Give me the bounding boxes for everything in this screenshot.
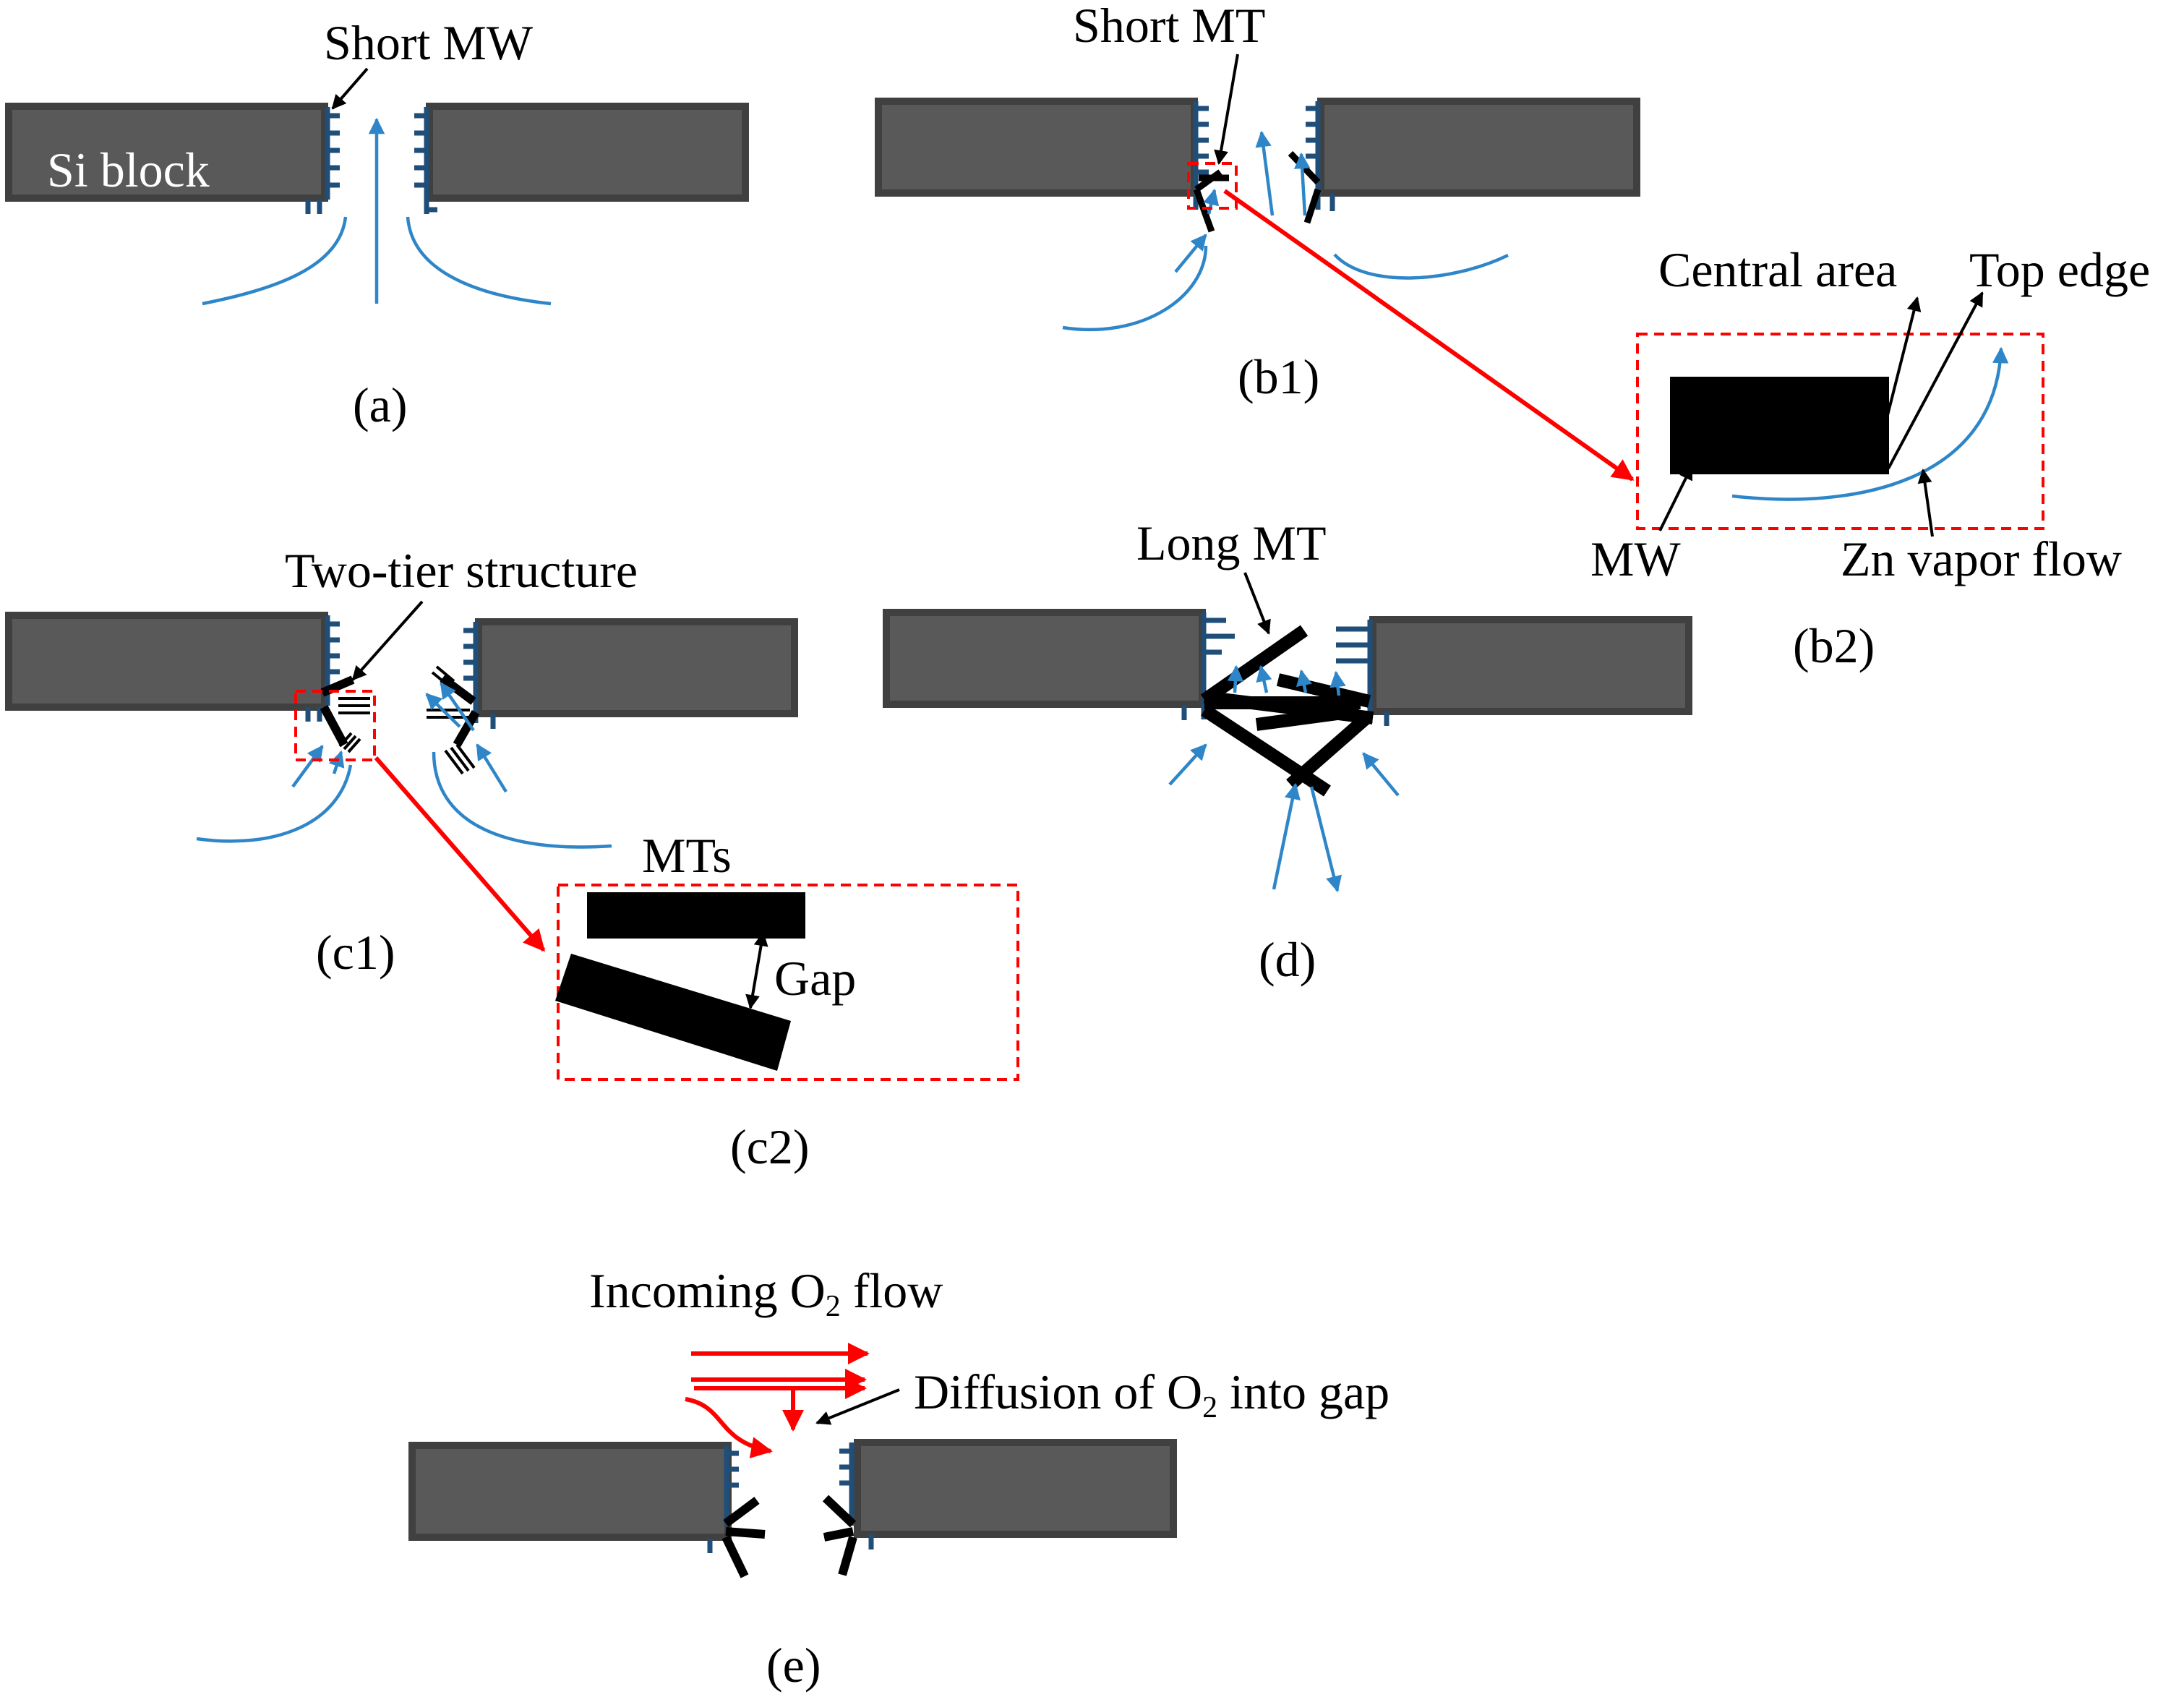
- zoom-box-c2: [557, 884, 1019, 1081]
- panel-b2-label: (b2): [1793, 618, 1875, 673]
- mw-label: MW: [1590, 531, 1681, 586]
- panel-b1: Short MT (b1): [875, 0, 1640, 482]
- diffusion-subscript: 2: [1202, 1391, 1217, 1424]
- panel-c1-label: (c1): [316, 925, 395, 980]
- vapor-flow-a: [202, 117, 552, 306]
- two-tier-mt-left: [320, 675, 370, 753]
- short-mt-label: Short MT: [1073, 0, 1265, 53]
- central-area-pointer: [1885, 296, 1922, 419]
- long-mt-cluster: [1200, 625, 1374, 797]
- si-block-right: [426, 103, 749, 202]
- long-mt-label: Long MT: [1136, 516, 1327, 570]
- zoom-box-b1: [1187, 162, 1238, 210]
- si-block-left: [408, 1442, 732, 1541]
- zn-vapor-flow-arrow: [1731, 346, 2009, 501]
- incoming-o2-suffix: flow: [841, 1263, 943, 1318]
- zn-vapor-flow-label: Zn vapor flow: [1841, 531, 2122, 586]
- gap-label: Gap: [774, 951, 856, 1006]
- zn-vapor-flow-pointer: [1917, 469, 1934, 537]
- short-mw-pointer: [331, 67, 369, 110]
- gap-marker: [745, 931, 768, 1009]
- mt-top: [587, 892, 805, 939]
- vapor-flow-c1: [196, 682, 612, 849]
- top-edge-label: Top edge: [1969, 242, 2150, 297]
- panel-b2: Central area Top edge MW Zn vapor flow (…: [1590, 242, 2150, 673]
- panel-e: Incoming O2 flow Diffusion of O2 into ga…: [408, 1263, 1389, 1693]
- panel-b1-label: (b1): [1238, 349, 1319, 404]
- si-block-left: [5, 612, 328, 711]
- si-block-right: [1317, 98, 1640, 197]
- incoming-o2-flow-label: Incoming O2 flow: [589, 1263, 943, 1323]
- short-mw-right: [839, 1442, 874, 1549]
- short-mt-pointer: [1214, 54, 1239, 165]
- two-tier-structure-pointer: [351, 600, 424, 681]
- short-mw-right: [1336, 620, 1389, 726]
- panel-c2-label: (c2): [730, 1119, 809, 1174]
- mw-block: [1670, 377, 1889, 474]
- si-block-label: Si block: [47, 142, 210, 197]
- vapor-flow-b1: [1062, 130, 1509, 332]
- short-mw-right: [414, 107, 437, 214]
- zoom-arrow-c1: [374, 756, 546, 952]
- si-block-right: [1369, 616, 1692, 715]
- mts-label: MTs: [642, 828, 732, 883]
- si-block-left: [5, 103, 328, 202]
- panel-c2: MTs Gap (c2): [555, 828, 1019, 1174]
- diffusion-suffix: into gap: [1217, 1364, 1389, 1419]
- mt-tilted: [555, 954, 791, 1071]
- short-mw-right: [463, 622, 496, 729]
- incoming-o2-prefix: Incoming O: [589, 1263, 826, 1318]
- si-block-left: [883, 609, 1206, 708]
- zoom-arrow-b1: [1223, 189, 1635, 482]
- central-area-label: Central area: [1658, 242, 1897, 297]
- short-mt-e: [721, 1495, 857, 1578]
- diffusion-label: Diffusion of O2 into gap: [914, 1364, 1389, 1424]
- diffusion-prefix: Diffusion of O: [914, 1364, 1202, 1419]
- long-mt-pointer: [1243, 572, 1271, 635]
- o2-flow-e: [685, 1343, 870, 1458]
- short-mw-label: Short MW: [324, 15, 534, 70]
- incoming-o2-subscript: 2: [826, 1290, 841, 1323]
- si-block-right: [854, 1439, 1177, 1538]
- panel-a: Si block Short MW (a): [5, 15, 749, 432]
- panel-e-label: (e): [766, 1638, 821, 1693]
- short-mw-left: [305, 107, 340, 214]
- panel-a-label: (a): [353, 377, 407, 432]
- mw-pointer: [1658, 465, 1693, 531]
- panel-c1: Two-tier structure (c1): [5, 543, 798, 980]
- top-edge-pointer: [1887, 291, 1984, 469]
- panel-d: Long MT (d): [883, 516, 1692, 987]
- zoom-box-c1: [294, 690, 376, 761]
- short-mt-left: [1193, 169, 1229, 233]
- panel-d-label: (d): [1259, 932, 1316, 987]
- si-block-left: [875, 98, 1198, 197]
- vapor-flow-d: [1168, 664, 1400, 893]
- zoom-box-b2: [1636, 333, 2044, 530]
- si-block-right: [475, 618, 798, 717]
- two-tier-structure-label: Two-tier structure: [285, 543, 638, 598]
- diffusion-pointer: [815, 1388, 900, 1425]
- short-mw-left: [707, 1445, 739, 1553]
- short-mw-left: [1181, 612, 1235, 720]
